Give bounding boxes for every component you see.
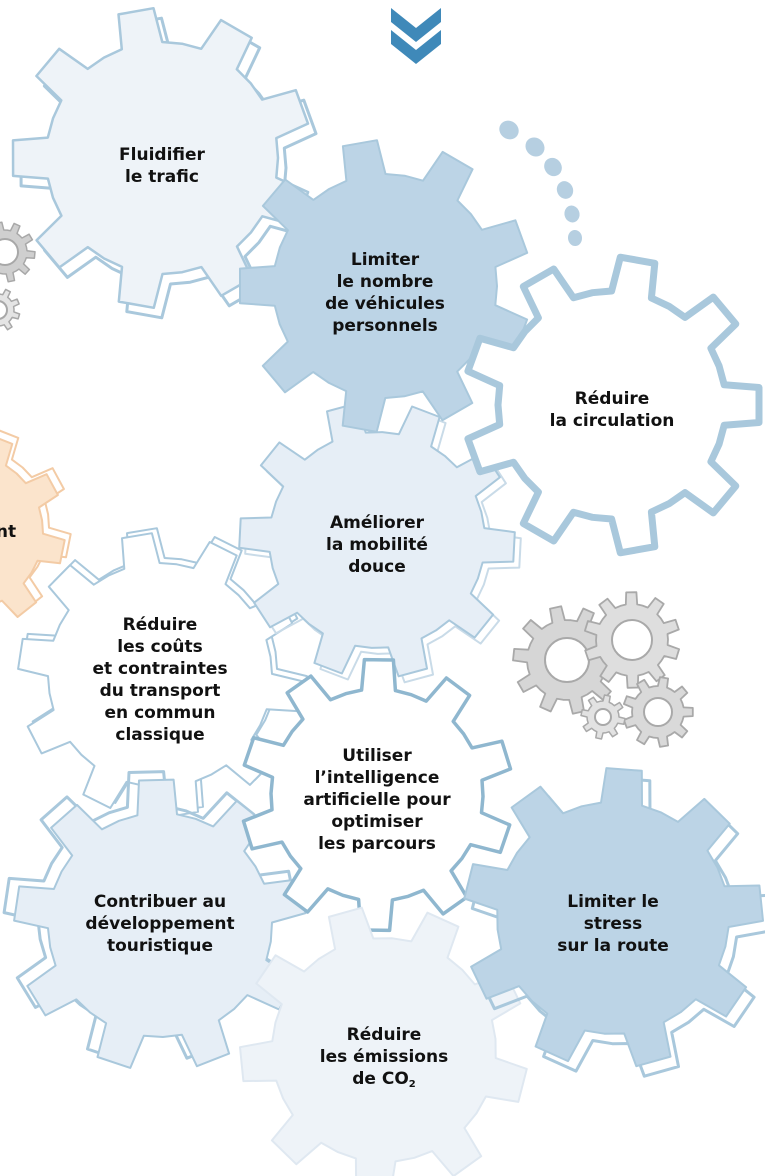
gear-label-stress: Limiter le stress sur la route [557, 892, 669, 956]
gear-grey-cluster-2 [584, 591, 680, 689]
gear-label-left-partial: nt [0, 522, 17, 542]
gear-limiter-vehicules [239, 139, 529, 433]
gear-label-intelligence-artificielle: Utiliser l’intelligence artificielle pou… [303, 746, 451, 854]
gear-emissions [239, 906, 528, 1176]
gear-label-emissions-text: Réduire les émissions de CO [319, 1025, 449, 1089]
gear-mobilite-douce [238, 402, 522, 684]
gear-reduire-couts [17, 527, 308, 818]
double-chevron-down-icon [391, 8, 441, 64]
gear-grey-left-1 [0, 221, 36, 283]
gear-left-partial [0, 429, 72, 618]
gear-reduire-circulation [464, 253, 763, 557]
gear-grey-left-2 [0, 288, 21, 331]
gear-label-emissions: Réduire les émissions de CO2 [320, 1024, 448, 1090]
gear-label-tourisme: Contribuer au développement touristique [85, 892, 235, 956]
gear-label-mobilite-douce: Améliorer la mobilité douce [326, 513, 428, 577]
gear-grey-cluster-3 [623, 676, 694, 748]
gear-label-fluidifier: Fluidifier le trafic [119, 145, 205, 187]
gear-intelligence-artificielle [241, 657, 513, 933]
dotted-arc [499, 120, 583, 246]
gear-label-reduire-circulation: Réduire la circulation [549, 389, 675, 431]
gear-grey-cluster-4 [580, 694, 626, 740]
gear-label-limiter-vehicules: Limiter le nombre de véhicules personnel… [325, 250, 445, 336]
gear-label-reduire-couts: Réduire les coûts et contraintes du tran… [92, 615, 228, 745]
gear-label-emissions-subscript: 2 [408, 1079, 416, 1090]
gear-stress [463, 767, 765, 1078]
